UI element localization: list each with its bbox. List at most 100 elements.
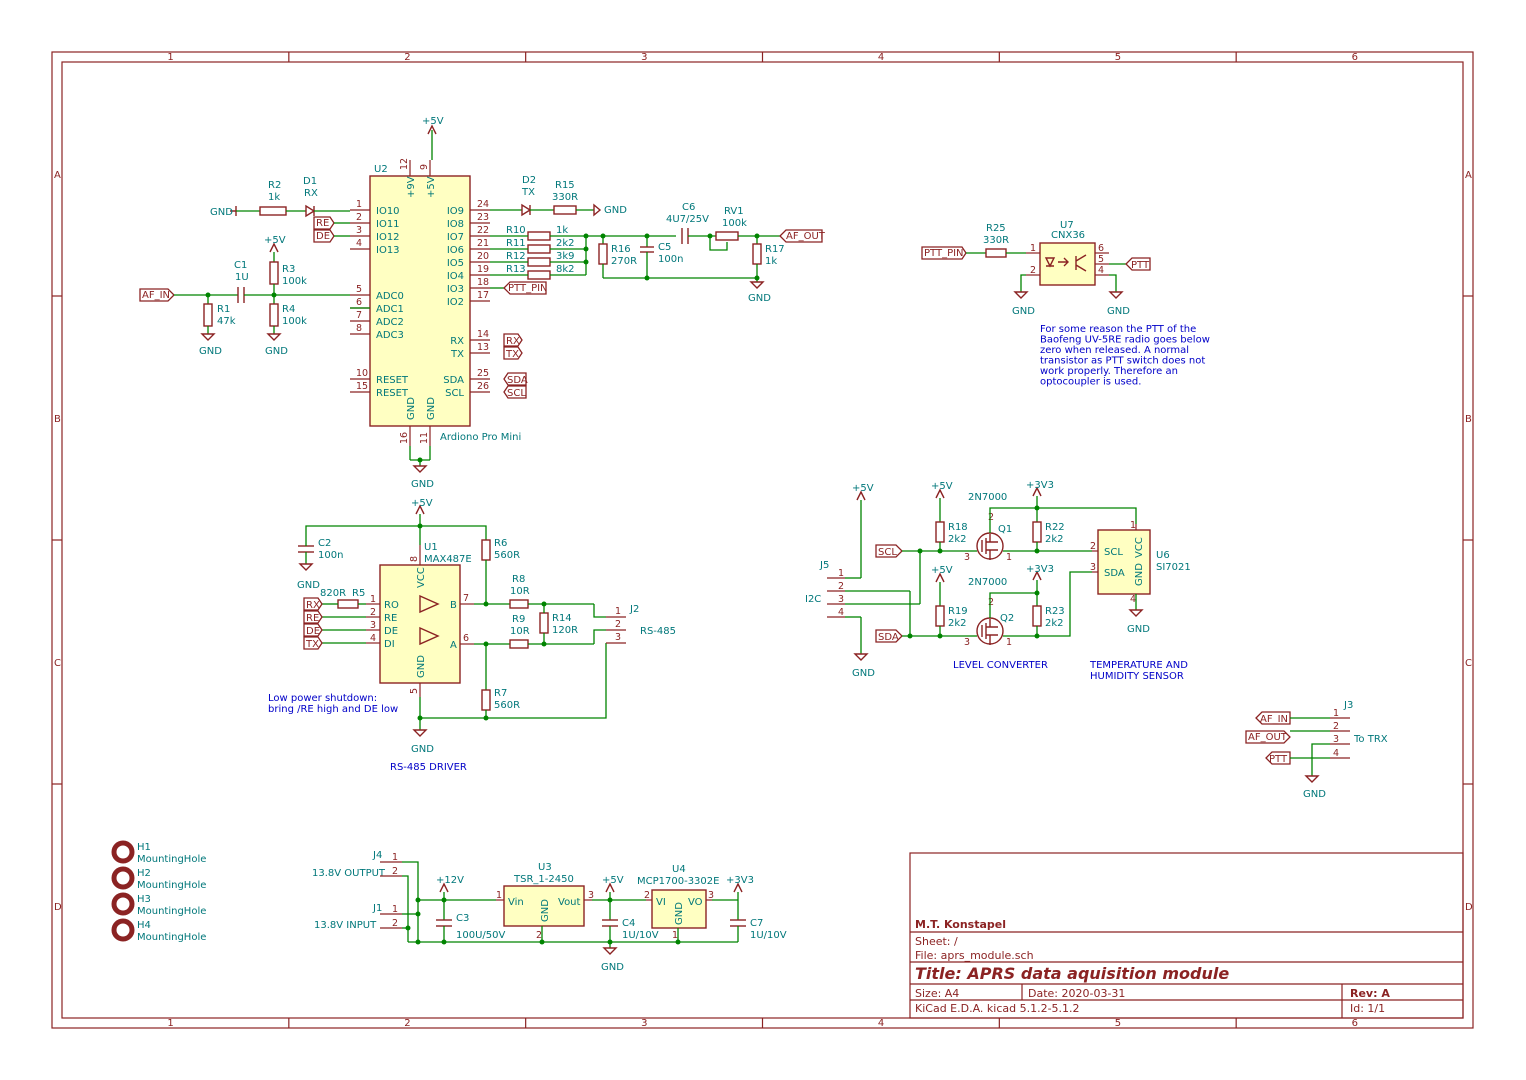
- j3-gnd: GND: [1303, 789, 1326, 800]
- ptt-note-line: optocoupler is used.: [1040, 377, 1141, 388]
- u7-gnd2: GND: [1107, 306, 1130, 317]
- u2-pin-number: 22: [477, 225, 489, 236]
- grid-row-right: B: [1465, 414, 1472, 425]
- u2-pin-name: RX: [450, 336, 464, 347]
- r4-val: 100k: [282, 316, 307, 327]
- u2-pin-name: IO9: [447, 206, 464, 217]
- u2-pin-number: 2: [356, 212, 362, 223]
- mounting-hole-icon: [111, 892, 135, 916]
- r17: [752, 243, 762, 265]
- u2-pin-name: IO11: [376, 219, 400, 230]
- grid-row-left: D: [54, 902, 62, 913]
- af-in-label: [139, 288, 175, 302]
- r25-val: 330R: [983, 235, 1009, 246]
- u2-pin-name: IO8: [447, 219, 464, 230]
- level-converter-section: +5V GND 1 2 3 4 J5 I2C SCL SDA +5V: [805, 480, 1191, 682]
- r13-ref: R13: [506, 264, 526, 275]
- u2-pins: 1IO102IO113IO124IO135ADC06ADC17ADC28ADC3…: [350, 158, 490, 446]
- de-label-u1-text: DE: [306, 626, 320, 637]
- tx-label-u2: [503, 346, 523, 360]
- mounting-hole-ref: H2: [137, 868, 151, 879]
- r5: [337, 599, 359, 609]
- r13: [527, 270, 551, 280]
- r8-val: 10R: [510, 586, 530, 597]
- svg-text:1: 1: [392, 852, 398, 863]
- r6-ref: R6: [494, 538, 507, 549]
- u1-ref: U1: [424, 542, 438, 553]
- mounting-hole-icon: [111, 866, 135, 890]
- c5-ref: C5: [658, 242, 671, 253]
- u2-pin-name: ADC0: [376, 291, 404, 302]
- u6-sda: SDA: [1104, 568, 1125, 579]
- af-out-label: [779, 229, 823, 243]
- sda-label-lc: [875, 629, 903, 643]
- svg-text:6: 6: [1098, 243, 1104, 254]
- r9-ref: R9: [512, 614, 525, 625]
- u2-pin-number: 16: [399, 432, 410, 444]
- u6-scl: SCL: [1104, 547, 1123, 558]
- rv1-ref: RV1: [724, 206, 744, 217]
- r22-val: 2k2: [1045, 534, 1064, 545]
- j3-section: AF_IN AF_OUT PTT GND 1 2 3 4 J3 To TRX: [1245, 700, 1388, 800]
- tb-title: Title: APRS data aquisition module: [915, 964, 1229, 983]
- u2-pin-number: 10: [356, 368, 368, 379]
- r15-val: 330R: [552, 192, 578, 203]
- ptt-note-line: Baofeng UV-5RE radio goes below: [1040, 335, 1210, 346]
- svg-text:2: 2: [536, 930, 542, 941]
- c2-gnd: GND: [297, 580, 320, 591]
- d2-ref: D2: [522, 175, 536, 186]
- ptt-label-u7: [1125, 257, 1151, 271]
- r7-ref: R7: [494, 688, 507, 699]
- r3-ref: R3: [282, 264, 295, 275]
- svg-text:1: 1: [1030, 243, 1036, 254]
- u2-body: [369, 175, 471, 427]
- sheet-inner-border: [61, 61, 1464, 1019]
- c5-val: 100n: [658, 254, 683, 265]
- svg-text:2: 2: [615, 619, 621, 630]
- grid-col-top: 3: [641, 52, 647, 63]
- af-in-section: AF_IN C1 1U R1 47k GND +5V R3 100k R4 10…: [139, 235, 370, 357]
- re-label-u1-text: RE: [306, 613, 319, 624]
- r4: [269, 303, 279, 327]
- r2: [259, 206, 287, 216]
- d2-val: TX: [521, 187, 535, 198]
- r8: [509, 599, 529, 609]
- r8-ref: R8: [512, 574, 525, 585]
- u1-pin-name: DI: [384, 639, 395, 650]
- af-in-text: AF_IN: [142, 290, 170, 301]
- u4-3v3: +3V3: [726, 875, 754, 886]
- scl-label-u2-text: SCL: [507, 388, 526, 399]
- j2: 1 2 3 J2 RS-485: [606, 604, 676, 644]
- c7-ref: C7: [750, 918, 763, 929]
- u7-body: [1039, 242, 1096, 286]
- u2-pin-number: 4: [356, 238, 362, 249]
- r3-5v: +5V: [264, 235, 286, 246]
- r11-val: 2k2: [556, 238, 575, 249]
- u6-gnd: GND: [1127, 624, 1150, 635]
- r22-3v3: +3V3: [1026, 480, 1054, 491]
- grid-col-top: 6: [1352, 52, 1358, 63]
- u2-ref: U2: [374, 164, 388, 175]
- u3-val: TSR_1-2450: [513, 874, 574, 885]
- grid-col-bottom: 1: [167, 1018, 173, 1029]
- u2-power: +5V GND: [409, 116, 444, 490]
- u3-vout: Vout: [558, 897, 581, 908]
- c2-ref: C2: [318, 538, 331, 549]
- r23-ref: R23: [1045, 606, 1065, 617]
- d2: [521, 203, 532, 217]
- r5-val: 820R: [320, 588, 346, 599]
- ptt-note-line: work properly. Therefore an: [1040, 366, 1178, 377]
- u1-pin-name: DE: [384, 626, 398, 637]
- svg-text:3: 3: [964, 552, 970, 563]
- tb-size: Size: A4: [915, 987, 959, 1000]
- mounting-hole-value: MountingHole: [137, 880, 206, 891]
- r3-val: 100k: [282, 276, 307, 287]
- r2-ref: R2: [268, 180, 281, 191]
- u2-5v-label: +5V: [422, 116, 444, 127]
- svg-text:4: 4: [838, 607, 844, 618]
- u4-gnd: GND: [674, 902, 685, 925]
- u4-ref: U4: [672, 864, 686, 875]
- j5: 1 2 3 4 J5 I2C: [805, 560, 845, 618]
